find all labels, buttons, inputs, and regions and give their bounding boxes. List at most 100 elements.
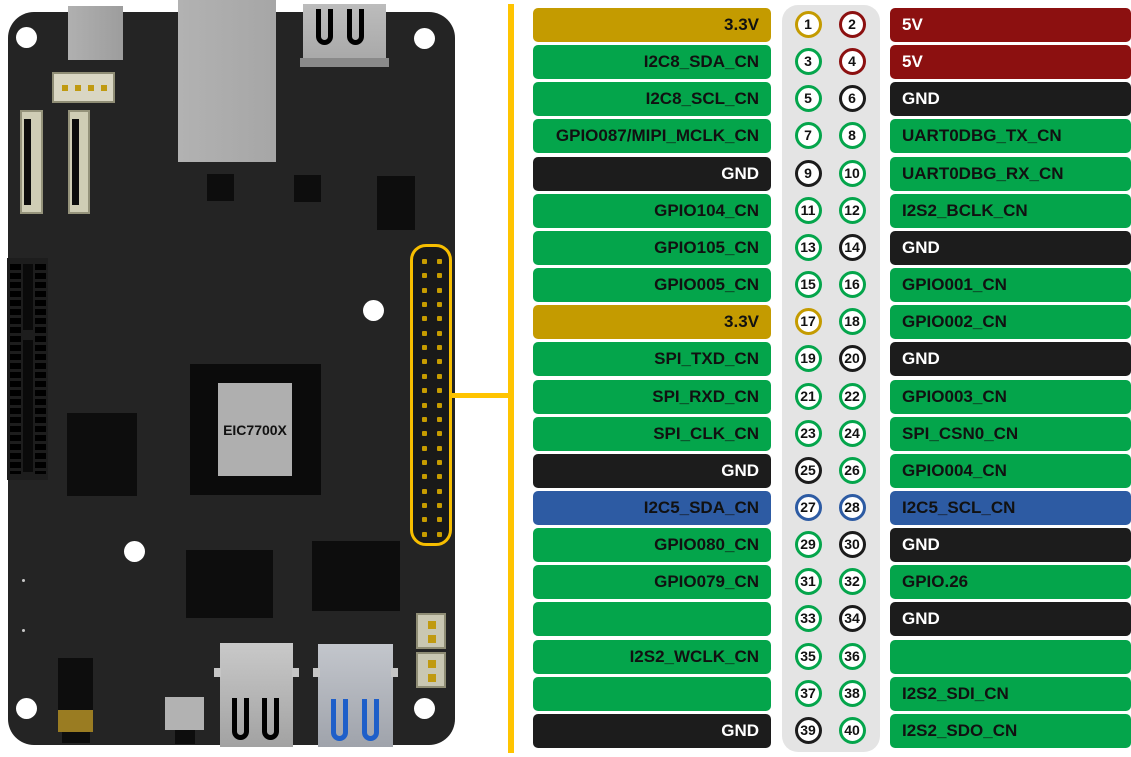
pin-circle: 31 <box>794 568 822 596</box>
fpc-latch <box>72 119 79 205</box>
pin-label-right: I2S2_BCLK_CN <box>890 193 1131 228</box>
pin-label-left: GPIO079_CN <box>533 565 771 600</box>
slot-pins <box>35 264 46 474</box>
usb-port-flange <box>300 58 389 67</box>
slot-channel <box>23 340 33 472</box>
pin-label-right: GND <box>890 230 1131 265</box>
pin-label-left: 3.3V <box>533 305 771 340</box>
pin-label-right: SPI_CSN0_CN <box>890 416 1131 451</box>
usb3-icon <box>331 699 348 741</box>
pin-label-left: SPI_RXD_CN <box>533 379 771 414</box>
pcie-slot <box>7 258 48 480</box>
fan-connector <box>416 652 446 688</box>
pin-circle: 36 <box>838 642 866 670</box>
usb-port-top <box>303 4 386 62</box>
pin-circle: 34 <box>838 605 866 633</box>
header-pin-dot <box>436 388 442 394</box>
usb-icon <box>232 698 249 740</box>
header-pin-dot <box>422 445 427 451</box>
pin-circle: 40 <box>838 716 866 744</box>
usb-tab <box>313 668 320 677</box>
pin-circle: 2 <box>838 11 866 38</box>
pin-label-right: GND <box>890 82 1131 117</box>
pin-label-left: I2C8_SCL_CN <box>533 82 771 117</box>
pin-pad <box>101 85 107 91</box>
pin-pad <box>428 621 436 629</box>
pin-label-left: GND <box>533 156 771 191</box>
mounting-hole <box>414 28 435 49</box>
fpc-connector <box>68 110 90 214</box>
pin-label-right: UART0DBG_TX_CN <box>890 119 1131 154</box>
header-pin-dot <box>436 259 442 264</box>
usb-icon <box>347 9 364 45</box>
pin-circle: 8 <box>838 122 866 150</box>
header-pin-dot <box>422 259 427 264</box>
board-illustration: EIC7700X <box>0 0 470 757</box>
component-chip <box>186 550 273 618</box>
pin-pad <box>88 85 94 91</box>
pin-circle: 26 <box>838 456 866 484</box>
pin-label-right: 5V <box>890 45 1131 80</box>
pin-label-left: SPI_CLK_CN <box>533 416 771 451</box>
bottom-connector-stub <box>175 730 195 744</box>
pin-circle: 35 <box>794 642 822 670</box>
pin-label-right: GPIO.26 <box>890 565 1131 600</box>
header-pin-dot <box>436 373 442 379</box>
pin-circle: 33 <box>794 605 822 633</box>
pin-pad <box>62 85 68 91</box>
header-pin-dot <box>436 316 442 322</box>
bottom-connector <box>165 697 204 730</box>
mounting-hole <box>16 698 37 719</box>
ethernet-port <box>178 0 276 162</box>
pin-circle: 28 <box>838 493 866 521</box>
pin-label-left: GPIO104_CN <box>533 193 771 228</box>
callout-line-vertical <box>508 4 514 753</box>
usb-tab <box>391 668 398 677</box>
component-chip <box>294 175 321 202</box>
pin-circle: 7 <box>794 122 822 150</box>
header-pin-dot <box>436 459 442 465</box>
pin-label-right: I2S2_SDI_CN <box>890 676 1131 711</box>
header-pin-dot <box>436 474 442 480</box>
pin-label-right: GPIO001_CN <box>890 268 1131 303</box>
pin-label-right: GPIO004_CN <box>890 453 1131 488</box>
header-pin-dot <box>422 488 427 494</box>
pin-circle: 24 <box>838 419 866 447</box>
header-pin-dot <box>422 531 427 537</box>
component-chip <box>312 541 400 611</box>
pin-circle: 5 <box>794 85 822 113</box>
header-pin-dot <box>436 517 442 523</box>
fpc-latch <box>24 119 31 205</box>
pin-label-right: UART0DBG_RX_CN <box>890 156 1131 191</box>
pin-circle: 10 <box>838 159 866 187</box>
usb-icon <box>316 9 333 45</box>
pin-circle: 17 <box>794 308 822 336</box>
header-pin-dot <box>422 459 427 465</box>
pin-circle: 13 <box>794 233 822 261</box>
header-pin-dot <box>422 302 427 308</box>
pin-circle: 37 <box>794 679 822 707</box>
soc-chip: EIC7700X <box>218 383 292 476</box>
header-pin-dot <box>436 345 442 351</box>
audio-jack-stub <box>62 732 90 743</box>
pin-label-right: GND <box>890 602 1131 637</box>
pin-pad <box>75 85 81 91</box>
header-pin-dot <box>436 273 442 279</box>
pin-circle: 29 <box>794 531 822 559</box>
pin-circle: 9 <box>794 159 822 187</box>
pin-circle: 15 <box>794 271 822 299</box>
header-pin-dot <box>436 502 442 508</box>
pin-circle: 27 <box>794 493 822 521</box>
header-pin-dot <box>422 431 427 437</box>
pin-label-left: GPIO080_CN <box>533 528 771 563</box>
pin-circle: 4 <box>838 48 866 76</box>
pin-circle: 3 <box>794 48 822 76</box>
